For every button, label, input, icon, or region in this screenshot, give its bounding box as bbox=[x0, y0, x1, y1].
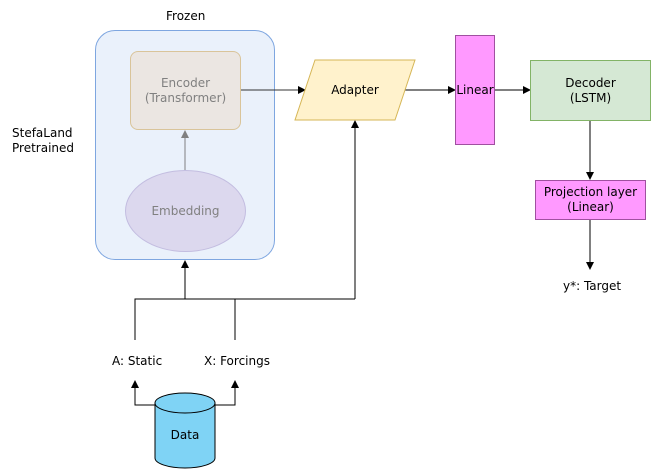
data-to-static-arrow bbox=[131, 380, 155, 406]
pretrained-label-line2: Pretrained bbox=[12, 141, 75, 155]
inputs-join-line bbox=[134, 298, 355, 340]
pretrained-label-line1: StefaLand bbox=[12, 126, 73, 140]
decoder-label-line1: Decoder bbox=[565, 75, 616, 90]
embedding-label: Embedding bbox=[151, 203, 220, 218]
linear-label: Linear bbox=[456, 82, 494, 97]
data-to-forcings-arrow bbox=[215, 380, 239, 406]
decoder-block[interactable]: Decoder (LSTM) bbox=[530, 60, 651, 121]
projection-label-line2: (Linear) bbox=[567, 200, 614, 214]
decoder-label-line2: (LSTM) bbox=[569, 90, 612, 105]
adapter-block[interactable]: Adapter bbox=[305, 60, 405, 120]
encoder-label-line2: (Transformer) bbox=[144, 90, 227, 105]
adapter-shape bbox=[294, 59, 416, 121]
data-cylinder bbox=[154, 392, 216, 469]
pretrained-model-label: StefaLand Pretrained bbox=[12, 126, 74, 156]
linear-block[interactable]: Linear bbox=[455, 35, 495, 145]
static-input-label: A: Static bbox=[112, 354, 163, 368]
embedding-block[interactable]: Embedding bbox=[125, 170, 246, 252]
projection-label-line1: Projection layer bbox=[543, 185, 638, 199]
data-label: Data bbox=[170, 428, 200, 442]
projection-layer-block[interactable]: Projection layer (Linear) bbox=[535, 180, 646, 220]
encoder-label-line1: Encoder bbox=[160, 75, 211, 90]
frozen-label: Frozen bbox=[166, 9, 206, 23]
encoder-block[interactable]: Encoder (Transformer) bbox=[130, 51, 241, 130]
data-store[interactable]: Data bbox=[155, 413, 215, 458]
adapter-label: Adapter bbox=[331, 82, 379, 97]
target-label: y*: Target bbox=[563, 279, 622, 293]
forcings-input-label: X: Forcings bbox=[204, 354, 270, 368]
